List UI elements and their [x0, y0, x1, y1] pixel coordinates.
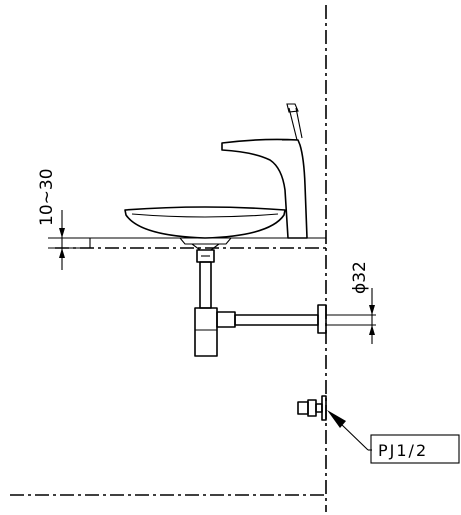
valve-label: PJ1/2 [378, 441, 428, 460]
counter-top [55, 237, 326, 249]
faucet [221, 103, 308, 239]
counter-height-dimension: 10~30 [37, 168, 92, 270]
angle-valve [297, 395, 327, 421]
drain-diameter-label: ϕ32 [350, 261, 370, 294]
drain-diameter-dimension: ϕ32 [350, 261, 375, 344]
drain-trap [194, 249, 376, 357]
valve-label-callout: PJ1/2 [370, 434, 460, 464]
counter-height-label: 10~30 [37, 168, 57, 226]
vessel-basin [124, 206, 286, 251]
valve-leader [327, 410, 372, 451]
